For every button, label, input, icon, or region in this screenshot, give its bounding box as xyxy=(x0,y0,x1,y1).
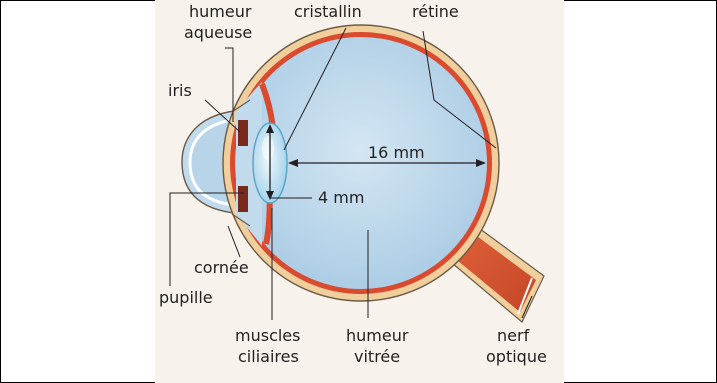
label-humeur-aqueuse-2: aqueuse xyxy=(184,23,252,42)
label-cornee: cornée xyxy=(194,258,249,277)
label-nerf-1: nerf xyxy=(497,326,530,345)
label-iris: iris xyxy=(168,81,192,100)
label-pupille: pupille xyxy=(159,288,213,307)
label-4mm: 4 mm xyxy=(318,188,364,207)
label-16mm: 16 mm xyxy=(368,143,425,162)
label-cristallin: cristallin xyxy=(294,2,362,21)
label-humeur-vitree-2: vitrée xyxy=(354,347,400,366)
leader-cornee xyxy=(228,226,240,257)
label-muscles-1: muscles xyxy=(235,326,300,345)
label-humeur-vitree-1: humeur xyxy=(346,326,409,345)
label-retine: rétine xyxy=(412,2,459,21)
label-nerf-2: optique xyxy=(486,347,547,366)
lens-highlight xyxy=(262,136,274,160)
label-muscles-2: ciliaires xyxy=(238,347,299,366)
label-humeur-aqueuse-1: humeur xyxy=(189,2,252,21)
iris-lower xyxy=(238,186,248,212)
iris-upper xyxy=(238,120,248,146)
